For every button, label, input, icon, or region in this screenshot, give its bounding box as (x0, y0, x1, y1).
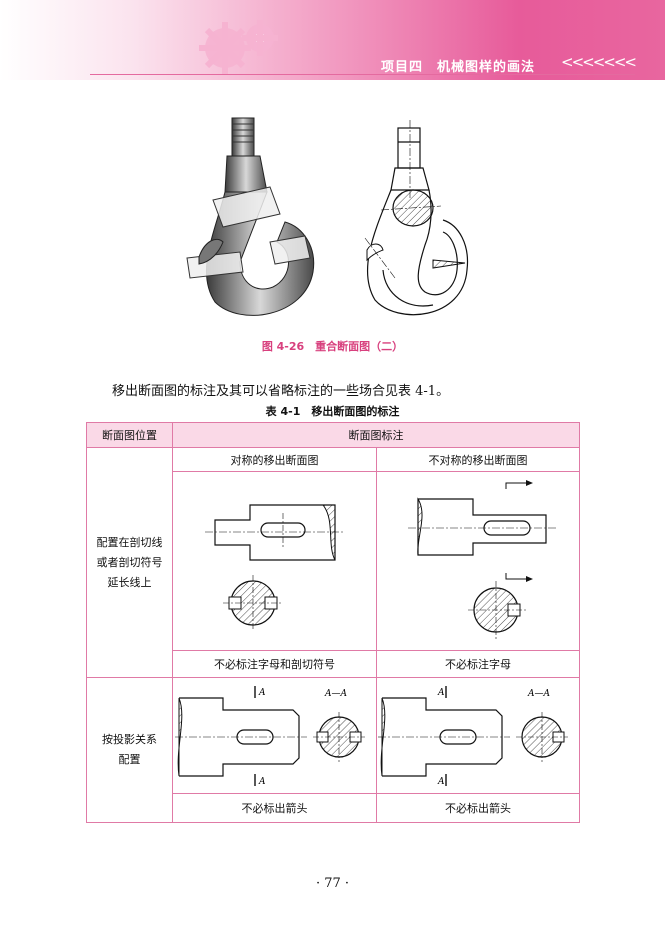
table-row: 按投影关系 配置 A A A—A (86, 677, 580, 823)
chapter-title: 项目四 机械图样的画法 (380, 60, 535, 75)
section-view-label: A—A (527, 689, 550, 699)
cut-letter-top: A (437, 688, 445, 698)
label-line: 延长线上 (107, 575, 152, 589)
drawing-cell (376, 471, 580, 651)
hook-section-drawing (364, 120, 469, 316)
header-rule (90, 74, 635, 75)
cut-letter-bottom: A (258, 777, 266, 787)
section-annotation-table: 断面图位置 断面图标注 配置在剖切线 或者剖切符号 延长线上 对称的移出断面图 … (86, 422, 580, 823)
table-row (87, 471, 580, 651)
page-number: · 77 · (315, 876, 350, 891)
header-cell: 断面图标注 (172, 422, 580, 448)
label-line: 配置 (118, 753, 141, 766)
drawing-cell (172, 471, 377, 651)
table-subheader-row: 配置在剖切线 或者剖切符号 延长线上 对称的移出断面图 不对称的移出断面图 (86, 447, 580, 678)
chevron-decoration: <<<<<<< (561, 53, 637, 71)
cut-letter-bottom: A (437, 777, 445, 787)
gear-decoration-icon (199, 20, 278, 74)
hook-3d-figure (186, 117, 315, 316)
subheader-cell: 对称的移出断面图 (172, 447, 377, 472)
note-cell: 不必标注字母 (376, 650, 580, 678)
page-header-band: 项目四 机械图样的画法 <<<<<<< (0, 0, 665, 80)
body-paragraph: 移出断面图的标注及其可以省略标注的一些场合见表 4-1。 (112, 384, 450, 399)
section-view-label: A—A (324, 689, 347, 699)
label-line: 或者剖切符号 (96, 555, 163, 569)
table-row: 不必标注字母和剖切符号 不必标注字母 (87, 650, 580, 678)
note-cell: 不必标出箭头 (376, 793, 580, 823)
note-cell: 不必标注字母和剖切符号 (172, 650, 377, 678)
table-caption: 表 4-1 移出断面图的标注 (265, 405, 400, 418)
drawing-cell: A A A—A (376, 677, 580, 794)
subheader-cell: 不对称的移出断面图 (376, 447, 580, 472)
label-line: 按投影关系 (102, 733, 157, 746)
projection-asymmetric-drawing: A A A—A (378, 686, 568, 787)
row-label-extension-line: 配置在剖切线 或者剖切符号 延长线上 (86, 447, 173, 678)
note-cell: 不必标出箭头 (172, 793, 377, 823)
figure-caption: 图 4-26 重合断面图（二） (261, 340, 404, 353)
drawing-cell: A A A—A (172, 677, 377, 794)
cut-letter-top: A (258, 688, 266, 698)
row-label-projection: 按投影关系 配置 (86, 677, 173, 823)
projection-symmetric-drawing: A A A—A (174, 686, 365, 787)
table-row: 不必标出箭头 不必标出箭头 (87, 793, 580, 823)
label-line: 配置在剖切线 (96, 535, 163, 549)
asymmetric-shaft-section-drawing (408, 479, 556, 639)
header-cell: 断面图位置 (86, 422, 173, 448)
table-header-row: 断面图位置 断面图标注 (86, 422, 580, 448)
symmetric-shaft-section-drawing (204, 503, 345, 631)
